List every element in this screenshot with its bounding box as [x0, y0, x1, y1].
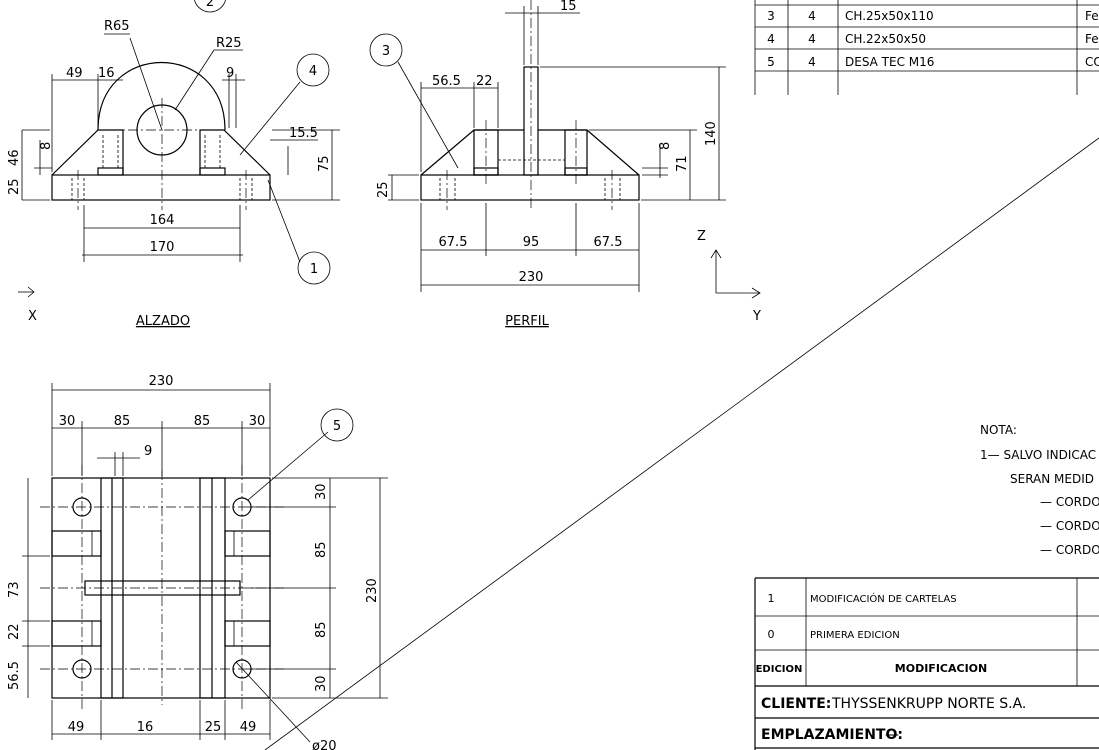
bom-mat: Fe — [1085, 9, 1099, 23]
dim-16-plan: 16 — [137, 720, 154, 735]
dim-67-5-right: 67.5 — [594, 235, 623, 250]
dim-230-side: 230 — [519, 270, 544, 285]
dim-49: 49 — [66, 66, 83, 81]
notes-item: — CORDO — [1040, 495, 1099, 509]
dim-230-plan-top: 230 — [149, 374, 174, 389]
dim-9-plan: 9 — [144, 444, 152, 459]
callout-label: 2 — [206, 0, 214, 10]
dim-230-plan-right: 230 — [365, 578, 380, 603]
bom-mat: Fe — [1085, 32, 1099, 46]
dim-22-plan: 22 — [7, 623, 22, 640]
dim-30-r-top: 30 — [314, 483, 329, 500]
revision-modification: PRIMERA EDICION — [810, 630, 900, 641]
bom-desc: CH.22x50x50 — [845, 32, 926, 46]
dim-85-left: 85 — [114, 414, 131, 429]
dim-22: 22 — [476, 74, 493, 89]
bom-desc: DESA TEC M16 — [845, 55, 934, 69]
callout-3 — [369, 33, 403, 67]
dim-25-plan: 25 — [205, 720, 222, 735]
notes-line-1: 1— SALVO INDICAC — [980, 448, 1096, 462]
client-value: THYSSENKRUPP NORTE S.A. — [831, 696, 1026, 712]
dim-30-left: 30 — [59, 414, 76, 429]
dim-140: 140 — [704, 121, 719, 146]
bom-qty: 4 — [808, 55, 816, 69]
bom-row: 3 4 CH.25x50x110 Fe — [767, 9, 1098, 23]
location-value: — — [885, 727, 899, 743]
axis-triad: Z Y — [697, 229, 761, 324]
dim-15: 15 — [560, 0, 577, 14]
bom-table: 3 4 CH.25x50x110 Fe 4 4 CH.22x50x50 Fe 5… — [754, 0, 1099, 95]
bom-qty: 4 — [808, 9, 816, 23]
callout-5 — [320, 408, 354, 442]
front-view: R65 R25 49 16 9 15.5 75 46 8 25 164 — [7, 0, 340, 329]
dim-9: 9 — [226, 66, 234, 81]
dim-30-r-bottom: 30 — [314, 675, 329, 692]
dim-25: 25 — [7, 178, 22, 195]
dim-85-r-bottom: 85 — [314, 621, 329, 638]
dim-16: 16 — [98, 66, 115, 81]
title-block: 1 MODIFICACIÓN DE CARTELAS 0 PRIMERA EDI… — [754, 577, 1099, 750]
bom-row: 5 4 DESA TEC M16 CO — [767, 55, 1099, 69]
callout-label: 4 — [309, 64, 317, 79]
dim-15-5: 15.5 — [289, 126, 318, 141]
bom-desc: CH.25x50x110 — [845, 9, 934, 23]
axis-x-label: X — [28, 309, 37, 324]
callout-1 — [297, 251, 331, 285]
dim-phi20: ø20 — [312, 739, 337, 750]
dim-8-side: 8 — [658, 142, 673, 150]
dim-25-side: 25 — [376, 181, 391, 198]
bom-qty: 4 — [808, 32, 816, 46]
rev-header-modification: MODIFICACION — [895, 662, 987, 675]
dim-r65: R65 — [104, 19, 130, 34]
callout-label: 5 — [333, 419, 341, 434]
dim-56-5-plan: 56.5 — [7, 661, 22, 690]
dim-85-r-top: 85 — [314, 541, 329, 558]
dim-164: 164 — [150, 213, 175, 228]
bom-mark: 4 — [767, 32, 775, 46]
dim-170: 170 — [150, 240, 175, 255]
revision-edition: 1 — [768, 592, 775, 605]
view-title-perfil: PERFIL — [505, 314, 549, 329]
dim-95: 95 — [523, 235, 540, 250]
client-label: CLIENTE: — [761, 696, 831, 712]
axis-y-label: Y — [752, 309, 761, 324]
notes-title: NOTA: — [980, 423, 1017, 437]
dim-71: 71 — [675, 155, 690, 172]
callout-2 — [194, 0, 226, 13]
rev-header-edition: EDICION — [756, 664, 803, 675]
dim-73: 73 — [7, 581, 22, 598]
side-view: 15 56.5 22 140 71 8 25 67.5 95 67.5 — [369, 0, 726, 329]
dim-85-right: 85 — [194, 414, 211, 429]
dim-30-right: 30 — [249, 414, 266, 429]
callout-label: 3 — [382, 44, 390, 59]
view-title-alzado: ALZADO — [136, 314, 190, 329]
bom-mat: CO — [1085, 55, 1099, 69]
bom-mark: 3 — [767, 9, 775, 23]
revision-edition: 0 — [768, 628, 775, 641]
notes-block: NOTA: 1— SALVO INDICAC SERAN MEDID — COR… — [980, 423, 1099, 557]
notes-line-2: SERAN MEDID — [1010, 472, 1094, 486]
dim-r25: R25 — [216, 36, 242, 51]
dim-56-5: 56.5 — [432, 74, 461, 89]
revision-modification: MODIFICACIÓN DE CARTELAS — [810, 592, 957, 605]
diagonal-line — [264, 137, 1099, 750]
dim-8: 8 — [39, 142, 54, 150]
location-label: EMPLAZAMIENTO: — [761, 727, 903, 743]
notes-item: — CORDO — [1040, 543, 1099, 557]
notes-item: — CORDO — [1040, 519, 1099, 533]
dim-75: 75 — [317, 155, 332, 172]
dim-67-5-left: 67.5 — [439, 235, 468, 250]
bom-row: 4 4 CH.22x50x50 Fe — [767, 32, 1098, 46]
axis-z-label: Z — [697, 229, 706, 244]
dim-49-plan-right: 49 — [240, 720, 257, 735]
dim-46: 46 — [7, 149, 22, 166]
callout-4 — [296, 53, 330, 87]
plan-view: 230 30 85 85 30 9 230 30 85 85 30 73 22 … — [7, 374, 388, 750]
callout-label: 1 — [310, 262, 318, 277]
bom-mark: 5 — [767, 55, 775, 69]
dim-49-plan-left: 49 — [68, 720, 85, 735]
